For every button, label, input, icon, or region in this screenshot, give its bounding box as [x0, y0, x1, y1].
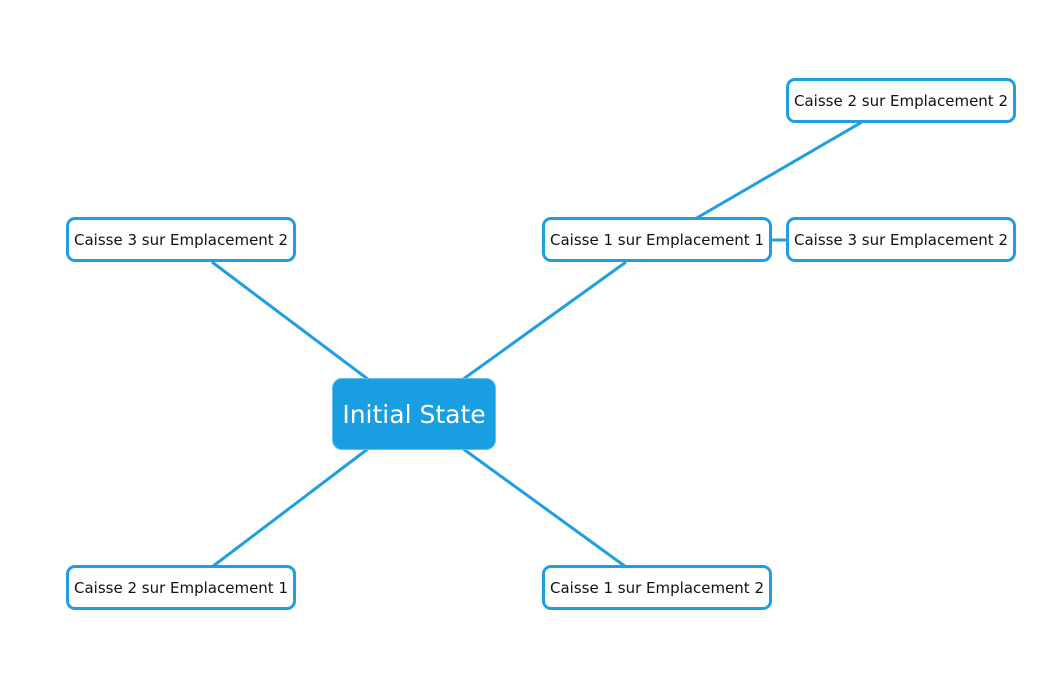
node-right-bottom[interactable]: Caisse 1 sur Emplacement 2	[542, 565, 772, 610]
edge-root-to-left-bottom	[211, 446, 370, 569]
root-node-label: Initial State	[342, 399, 486, 429]
edge-root-to-right-mid	[461, 260, 627, 382]
node-label: Caisse 2 sur Emplacement 2	[793, 91, 1008, 110]
node-far-top[interactable]: Caisse 2 sur Emplacement 2	[786, 78, 1016, 123]
node-label: Caisse 3 sur Emplacement 2	[793, 230, 1008, 249]
node-label: Caisse 3 sur Emplacement 2	[73, 230, 288, 249]
root-node[interactable]: Initial State	[332, 378, 496, 450]
node-left-bottom[interactable]: Caisse 2 sur Emplacement 1	[66, 565, 296, 610]
node-far-mid[interactable]: Caisse 3 sur Emplacement 2	[786, 217, 1016, 262]
node-left-top[interactable]: Caisse 3 sur Emplacement 2	[66, 217, 296, 262]
node-right-mid[interactable]: Caisse 1 sur Emplacement 1	[542, 217, 772, 262]
edge-root-to-left-top	[211, 260, 370, 382]
node-label: Caisse 1 sur Emplacement 1	[549, 230, 764, 249]
node-label: Caisse 1 sur Emplacement 2	[549, 578, 764, 597]
edge-root-to-right-bottom	[461, 446, 627, 569]
node-label: Caisse 2 sur Emplacement 1	[73, 578, 288, 597]
edge-right-mid-to-far-top	[694, 120, 863, 221]
